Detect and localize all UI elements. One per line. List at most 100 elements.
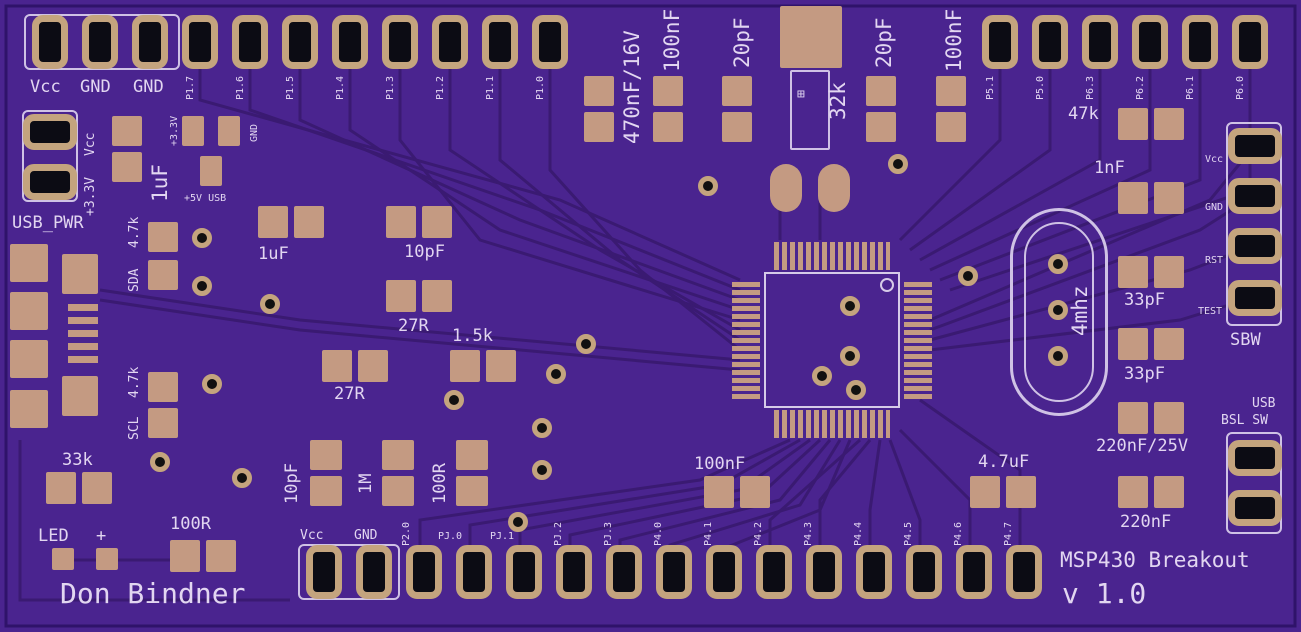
bottom-pad-vcc[interactable] xyxy=(306,545,342,599)
bottom-pad-p4-0[interactable] xyxy=(656,545,692,599)
label-c1u-b: 1uF xyxy=(258,244,289,264)
sbw-pad-rst[interactable] xyxy=(1228,228,1282,264)
header-pad-p5-0[interactable] xyxy=(1032,15,1068,69)
pad-r33k-1 xyxy=(46,472,76,504)
label-c20p-b: 20pF xyxy=(872,17,896,68)
label-sda-pullup: 4.7k xyxy=(127,216,142,248)
pad-r1-5k-1 xyxy=(450,350,480,382)
pad-c4-7u-2 xyxy=(1006,476,1036,508)
bsl-switch-pad-1[interactable] xyxy=(1228,440,1282,476)
header-pad-p6-1[interactable] xyxy=(1182,15,1218,69)
pad-c1n-1 xyxy=(1118,182,1148,214)
pad-c470n-1 xyxy=(584,76,614,106)
header-pad-p1-1[interactable] xyxy=(482,15,518,69)
pad-scl-r-1 xyxy=(148,372,178,402)
header-pad-p1-7[interactable] xyxy=(182,15,218,69)
mcu-pins-right xyxy=(904,282,932,400)
bottom-pad-p4-6[interactable] xyxy=(956,545,992,599)
pad-c20p-a-1 xyxy=(722,76,752,106)
pad-r27r-a-1 xyxy=(386,280,416,312)
label-p6-0: P6.0 xyxy=(1235,75,1246,100)
header-pad-p6-3[interactable] xyxy=(1082,15,1118,69)
label-bsl-usb: USB xyxy=(1252,396,1276,411)
pad-c470n-2 xyxy=(584,112,614,142)
bottom-pad-pj-0[interactable] xyxy=(456,545,492,599)
crystal32k-outline xyxy=(790,70,830,150)
c1u-b-via xyxy=(260,294,280,314)
header-pad-p6-0[interactable] xyxy=(1232,15,1268,69)
header-pad-vcc[interactable] xyxy=(32,15,68,69)
sbw-pad-gnd[interactable] xyxy=(1228,178,1282,214)
bottom-pad-p4-7[interactable] xyxy=(1006,545,1042,599)
board-version: v 1.0 xyxy=(1062,577,1147,610)
pad-c220n-2 xyxy=(1154,476,1184,508)
label-c20p-a: 20pF xyxy=(730,17,754,68)
via-usb-b xyxy=(546,364,566,384)
bottom-pad-p4-4[interactable] xyxy=(856,545,892,599)
label-pj-0: PJ.0 xyxy=(438,531,463,542)
bottom-pad-p4-5[interactable] xyxy=(906,545,942,599)
label-bottom-gnd: GND xyxy=(354,528,378,543)
pad-r1m-2 xyxy=(382,476,414,506)
usb-pad-1 xyxy=(10,244,48,282)
bottom-pad-pj-2[interactable] xyxy=(556,545,592,599)
bottom-pad-p2-0[interactable] xyxy=(406,545,442,599)
via-usb-a xyxy=(576,334,596,354)
label-power-select-3v3: +3.3V xyxy=(169,115,180,146)
bottom-pad-pj-1[interactable] xyxy=(506,545,542,599)
via-usb-d xyxy=(532,460,552,480)
pad-r27r-b-1 xyxy=(322,350,352,382)
pad-power-select-3 xyxy=(200,156,222,186)
pad-c33p-a-1 xyxy=(1118,256,1148,288)
header-pad-p6-2[interactable] xyxy=(1132,15,1168,69)
header-pad-p1-0[interactable] xyxy=(532,15,568,69)
sbw-pad-test[interactable] xyxy=(1228,280,1282,316)
label-p4-2: P4.2 xyxy=(753,521,764,546)
label-p4-0: P4.0 xyxy=(653,521,664,546)
bottom-pad-pj-3[interactable] xyxy=(606,545,642,599)
pad-c33p-b-1 xyxy=(1118,328,1148,360)
sda-via-1 xyxy=(192,228,212,248)
sbw-pad-vcc[interactable] xyxy=(1228,128,1282,164)
pad-c220n25-2 xyxy=(1154,402,1184,434)
bsl-switch-pad-2[interactable] xyxy=(1228,490,1282,526)
header-pad-p1-3[interactable] xyxy=(382,15,418,69)
header-pad-p1-6[interactable] xyxy=(232,15,268,69)
label-sbw-title: SBW xyxy=(1230,330,1261,350)
via-1-5k xyxy=(444,390,464,410)
label-c100n-c: 100nF xyxy=(694,454,746,474)
bottom-pad-p4-2[interactable] xyxy=(756,545,792,599)
board-author: Don Bindner xyxy=(60,577,246,610)
header-pad-p5-1[interactable] xyxy=(982,15,1018,69)
label-c220n: 220nF xyxy=(1120,512,1172,532)
scl-via-1 xyxy=(202,374,222,394)
mcu-via-3 xyxy=(812,366,832,386)
pad-c1n-2 xyxy=(1154,182,1184,214)
power-jumper-pad-2[interactable] xyxy=(23,164,77,200)
label-r33k: 33k xyxy=(62,450,93,470)
bottom-pad-p4-3[interactable] xyxy=(806,545,842,599)
bsl-switch-outline xyxy=(1226,432,1282,534)
usb-pad-2 xyxy=(10,292,48,330)
header-pad-p1-2[interactable] xyxy=(432,15,468,69)
bottom-pad-gnd[interactable] xyxy=(356,545,392,599)
pad-c10p-b-2 xyxy=(310,476,342,506)
power-jumper-pad-1[interactable] xyxy=(23,114,77,150)
label-sda: SDA xyxy=(127,268,142,292)
label-p1-2: P1.2 xyxy=(435,75,446,100)
label-p4-5: P4.5 xyxy=(903,521,914,546)
label-p5-1: P5.1 xyxy=(985,75,996,100)
bottom-pad-p4-1[interactable] xyxy=(706,545,742,599)
header-pad-gnd-1[interactable] xyxy=(82,15,118,69)
label-c220n25: 220nF/25V xyxy=(1096,436,1189,456)
label-c33p-b: 33pF xyxy=(1124,364,1165,384)
label-p1-1: P1.1 xyxy=(485,75,496,100)
pad-crystal32k-leg-1 xyxy=(770,164,802,212)
header-pad-p1-4[interactable] xyxy=(332,15,368,69)
label-c470n: 470nF/16V xyxy=(620,30,644,144)
label-p1-4: P1.4 xyxy=(335,75,346,100)
pad-power-select-2 xyxy=(218,116,240,146)
power-jumper-outline xyxy=(22,110,78,202)
header-pad-p1-5[interactable] xyxy=(282,15,318,69)
header-pad-gnd-2[interactable] xyxy=(132,15,168,69)
